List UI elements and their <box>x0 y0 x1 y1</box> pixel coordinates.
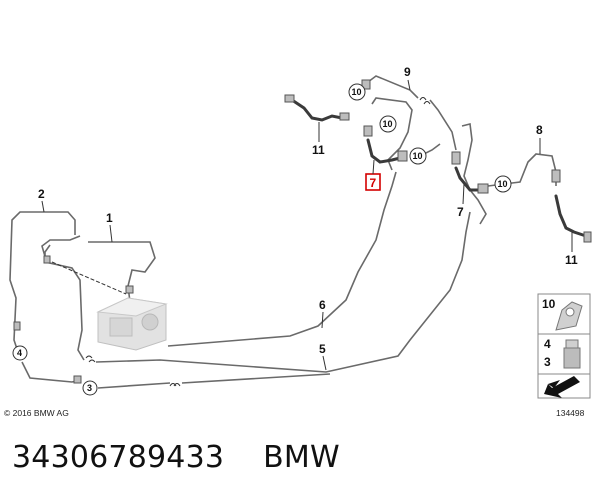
pipe-5 <box>95 211 471 373</box>
svg-text:10: 10 <box>498 179 508 189</box>
callouts: 2 1 6 5 9 11 7 8 11 7 10 10 <box>12 65 578 396</box>
legend-3-label: 3 <box>544 355 551 369</box>
hose-7-center <box>366 138 402 164</box>
brake-lines-diagram: 2 1 6 5 9 11 7 8 11 7 10 10 <box>4 65 592 418</box>
fittings <box>13 79 592 384</box>
clip-icon <box>555 301 583 331</box>
legend-4-label: 4 <box>544 337 551 351</box>
svg-text:10: 10 <box>413 151 423 161</box>
pipe-7 <box>461 123 487 225</box>
arrow-icon <box>544 376 580 398</box>
fitting <box>583 231 592 243</box>
circled-callout-10-a: 10 <box>348 83 366 101</box>
fitting <box>13 321 21 331</box>
fitting <box>43 255 51 264</box>
callout-11-right: 11 <box>565 253 578 267</box>
callout-7-right: 7 <box>457 205 464 219</box>
fitting <box>363 125 373 137</box>
callout-8: 8 <box>536 123 543 137</box>
brake-hoses <box>290 98 588 238</box>
callout-9: 9 <box>404 65 411 79</box>
fitting <box>125 285 134 294</box>
image-number: 134498 <box>556 408 585 418</box>
hose-11-right <box>554 194 588 238</box>
legend-10-label: 10 <box>542 297 556 311</box>
union-nut-icon <box>563 339 581 369</box>
pipe-1-b <box>88 241 156 303</box>
break-marks <box>85 97 431 387</box>
connection-dashline <box>51 261 127 295</box>
svg-text:4: 4 <box>17 348 22 358</box>
pipe-2-top <box>41 235 81 261</box>
pipe-9-inner <box>371 97 413 171</box>
fitting <box>284 94 295 103</box>
brake-pipes <box>9 75 557 389</box>
fitting <box>451 151 461 165</box>
circled-callout-10-b: 10 <box>379 115 397 133</box>
pipe-6 <box>167 171 397 347</box>
circled-callout-3: 3 <box>82 380 98 396</box>
part-number: 34306789433 <box>12 440 225 475</box>
caption-gap <box>224 440 263 475</box>
pipe-1 <box>44 244 85 361</box>
hose-11-left <box>290 98 344 122</box>
callout-7-highlighted[interactable]: 7 <box>365 159 381 191</box>
fitting <box>551 169 561 183</box>
fitting <box>73 375 82 384</box>
circled-callout-4: 4 <box>12 345 28 361</box>
copyright: © 2016 BMW AG <box>4 408 69 418</box>
svg-text:3: 3 <box>87 383 92 393</box>
callout-11-left: 11 <box>312 143 325 157</box>
legend-panel: 10 4 3 <box>537 293 591 399</box>
callout-1: 1 <box>106 211 113 225</box>
callout-2: 2 <box>38 187 45 201</box>
part-caption: 34306789433 BMW <box>12 440 340 475</box>
pipe-3 <box>97 373 331 389</box>
callout-5: 5 <box>319 342 326 356</box>
circled-callout-10-d: 10 <box>494 175 512 193</box>
fitting <box>477 183 489 194</box>
callout-7-label: 7 <box>370 176 377 190</box>
fitting <box>361 79 371 90</box>
circled-callout-10-c: 10 <box>409 147 427 165</box>
hydraulic-unit <box>96 297 168 351</box>
fitting <box>397 150 408 162</box>
brand-name: BMW <box>263 440 340 475</box>
callout-6: 6 <box>319 298 326 312</box>
fitting <box>339 112 350 121</box>
svg-text:10: 10 <box>383 119 393 129</box>
hose-7-right <box>454 166 484 192</box>
svg-text:10: 10 <box>352 87 362 97</box>
pipe-9 <box>367 75 457 151</box>
